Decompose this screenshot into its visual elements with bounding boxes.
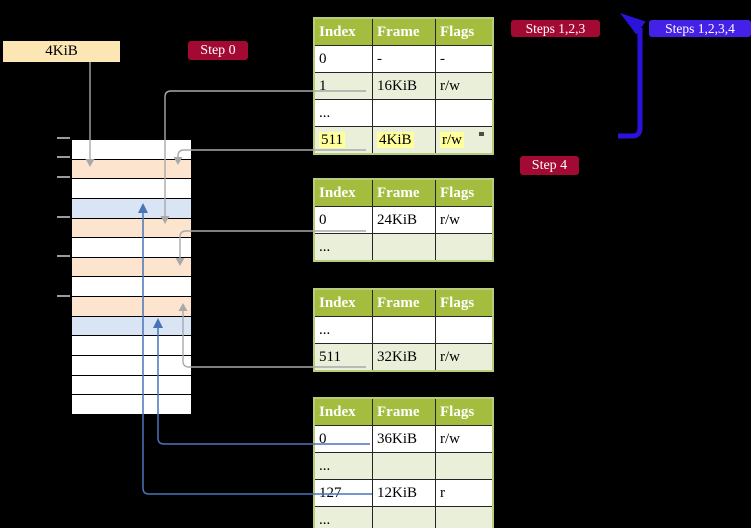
cell-frame: [372, 99, 436, 127]
cell-index: 0: [313, 206, 373, 234]
header-index: Index: [313, 397, 373, 426]
highlight-span: 511: [319, 131, 345, 148]
memory-row: [72, 297, 191, 317]
big-arrowhead-icon: [620, 13, 646, 35]
table-row-highlighted: 511 4KiB r/w: [313, 126, 494, 155]
cell-flags: [435, 316, 494, 344]
page-table-level-2: Index Frame Flags 0 24KiB r/w ...: [313, 178, 494, 262]
cell-index: ...: [313, 452, 373, 480]
cell-index: 0: [313, 425, 373, 453]
cell-frame: [372, 233, 436, 262]
table-header-row: Index Frame Flags: [313, 178, 494, 207]
page-table-level-1: Index Frame Flags 0 - - 1 16KiB r/w ... …: [313, 17, 494, 155]
address-tick: [57, 176, 70, 178]
cell-frame: [372, 506, 436, 528]
table-row: ...: [313, 506, 494, 528]
table-row: 127 12KiB r: [313, 479, 494, 507]
steps-1234-label: Steps 1,2,3,4: [649, 20, 751, 37]
memory-row: [72, 375, 191, 396]
address-tick: [57, 137, 70, 139]
table-header-row: Index Frame Flags: [313, 397, 494, 426]
header-flags: Flags: [435, 178, 494, 207]
table-row: 0 24KiB r/w: [313, 206, 494, 234]
memory-row: [72, 257, 191, 278]
cell-frame: 24KiB: [372, 206, 436, 234]
cell-index: ...: [313, 99, 373, 127]
cell-flags: r/w: [435, 343, 494, 372]
cell-index: 511: [313, 126, 373, 155]
cell-frame: [372, 452, 436, 480]
memory-row: [72, 218, 191, 239]
cell-index: ...: [313, 316, 373, 344]
table-row: ...: [313, 316, 494, 344]
table-header-row: Index Frame Flags: [313, 17, 494, 46]
header-index: Index: [313, 178, 373, 207]
memory-row: [72, 395, 191, 414]
cell-index: 0: [313, 45, 373, 73]
address-tick: [57, 156, 70, 158]
cell-flags: [435, 233, 494, 262]
cell-index: 511: [313, 343, 373, 372]
address-tick: [57, 255, 70, 257]
table-row: ...: [313, 452, 494, 480]
cell-frame: 32KiB: [372, 343, 436, 372]
header-frame: Frame: [372, 397, 436, 426]
header-flags: Flags: [435, 288, 494, 317]
cell-index: ...: [313, 506, 373, 528]
cell-frame: [372, 316, 436, 344]
table-row: 0 36KiB r/w: [313, 425, 494, 453]
physical-memory-strip: [70, 138, 193, 416]
header-frame: Frame: [372, 288, 436, 317]
page-size-label: 4KiB: [3, 41, 120, 62]
page-table-level-4: Index Frame Flags 0 36KiB r/w ... 127 12…: [313, 397, 494, 528]
memory-row: [72, 356, 191, 376]
memory-row: [72, 198, 191, 219]
table-row: 0 - -: [313, 45, 494, 73]
cell-flags: -: [435, 45, 494, 73]
cell-flags: [435, 452, 494, 480]
header-frame: Frame: [372, 178, 436, 207]
memory-row: [72, 238, 191, 258]
cell-index: ...: [313, 233, 373, 262]
cell-flags: r/w: [435, 425, 494, 453]
big-loop-arrow: [618, 28, 643, 139]
address-tick: [57, 295, 70, 297]
steps-123-label: Steps 1,2,3: [511, 20, 600, 37]
memory-row: [72, 159, 191, 180]
cell-flags: [435, 99, 494, 127]
memory-row: [72, 316, 191, 337]
cell-flags: r/w: [435, 126, 494, 155]
table-row: 511 32KiB r/w: [313, 343, 494, 372]
page-table-level-3: Index Frame Flags ... 511 32KiB r/w: [313, 288, 494, 372]
header-frame: Frame: [372, 17, 436, 46]
highlight-span: r/w: [440, 131, 464, 148]
cell-flags: r/w: [435, 72, 494, 100]
memory-row: [72, 179, 191, 199]
header-index: Index: [313, 288, 373, 317]
memory-row: [72, 336, 191, 357]
cell-frame: -: [372, 45, 436, 73]
memory-row: [72, 140, 191, 160]
table-row: ...: [313, 233, 494, 262]
step4-label: Step 4: [520, 156, 579, 175]
table-row: 1 16KiB r/w: [313, 72, 494, 100]
cell-frame: 16KiB: [372, 72, 436, 100]
header-flags: Flags: [435, 397, 494, 426]
cell-frame: 36KiB: [372, 425, 436, 453]
cell-frame: 12KiB: [372, 479, 436, 507]
step0-label: Step 0: [188, 41, 248, 60]
header-index: Index: [313, 17, 373, 46]
table-row: ...: [313, 99, 494, 127]
header-flags: Flags: [435, 17, 494, 46]
cell-flags: [435, 506, 494, 528]
cell-index: 1: [313, 72, 373, 100]
cell-flags: r/w: [435, 206, 494, 234]
table-header-row: Index Frame Flags: [313, 288, 494, 317]
cell-index: 127: [313, 479, 373, 507]
highlight-span: 4KiB: [377, 131, 414, 148]
cell-frame: 4KiB: [372, 126, 436, 155]
memory-row: [72, 277, 191, 298]
cell-flags: r: [435, 479, 494, 507]
address-tick: [57, 216, 70, 218]
